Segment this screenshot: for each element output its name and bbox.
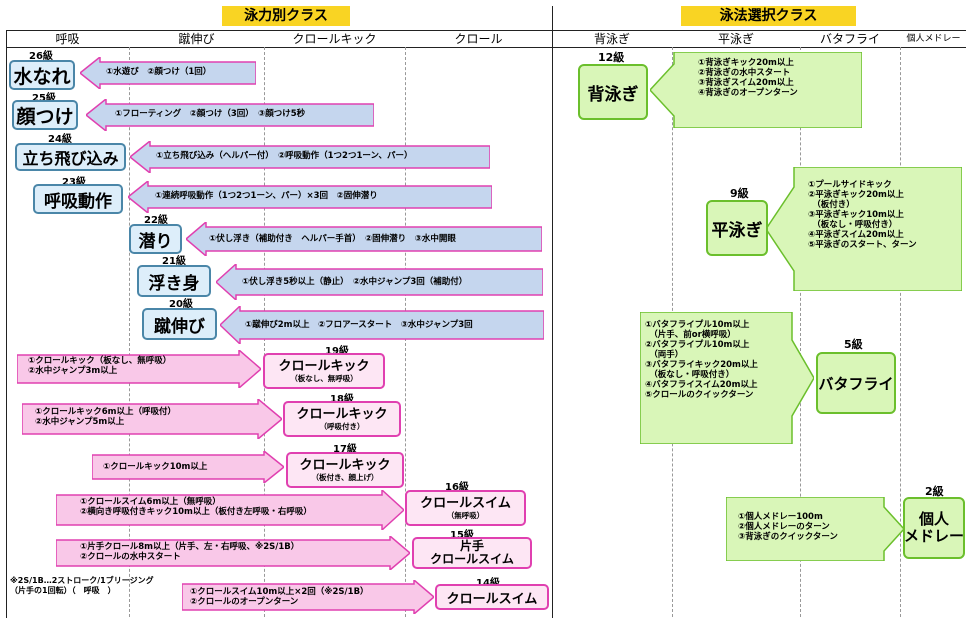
col-header-crawl-kick: クロールキック (292, 32, 377, 46)
grade-label: 24級 (48, 134, 72, 145)
stage-description: ①水遊び ②顔つけ（1回） (106, 67, 212, 77)
header-top-line (6, 30, 966, 31)
stage-box: 呼吸動作 (33, 184, 123, 214)
grade-label: 21級 (162, 256, 186, 267)
stage-arrow (216, 264, 543, 300)
stage-description: ①クロールスイム6m以上（無呼吸） ②横向き呼吸付きキック10m以上（板付き左呼… (80, 497, 312, 517)
style-box-butterfly: バタフライ (816, 352, 896, 414)
stage-arrow (56, 536, 410, 570)
col-header-butterfly: バタフライ (819, 32, 880, 46)
grade-label: 20級 (169, 299, 193, 310)
stage-sub: （板付き、顔上げ） (311, 472, 379, 482)
stage-sub: （無呼吸） (446, 510, 485, 520)
col-header-kokyu: 呼吸 (55, 32, 80, 46)
stage-arrow (92, 451, 284, 483)
stage-description: ①連続呼吸動作（1つ2つ1ーン、パー）×3回 ②固伸潜り (155, 191, 378, 201)
stage-description: ①クロールキック（板なし、無呼吸） ②水中ジャンプ3m以上 (28, 356, 172, 376)
stage-name: クロールキック (299, 457, 391, 473)
grade-label: 18級 (330, 394, 354, 405)
col-header-medley: 個人メドレー (906, 34, 961, 44)
stage-description: ①フローティング ②顔つけ（3回） ③顔つけ5秒 (115, 109, 306, 119)
stage-box: クロールスイム (435, 584, 549, 610)
stage-box: クロールキック （板付き、顔上げ） (286, 452, 404, 488)
style-description: ①背泳ぎキック20m以上 ②背泳ぎの水中スタート ③背泳ぎスイム20m以上 ④背… (698, 58, 798, 98)
grade-label: 9級 (730, 187, 749, 200)
stage-sub: （板なし、無呼吸） (290, 373, 358, 383)
grade-label: 26級 (29, 51, 53, 62)
style-arrow (766, 167, 962, 291)
stage-box: クロールキック （板なし、無呼吸） (263, 353, 385, 389)
left-border (6, 30, 7, 618)
stage-description: ①クロールキック6m以上（呼吸付） ②水中ジャンプ5m以上 (35, 407, 176, 427)
grade-label: 16級 (445, 482, 469, 493)
grade-label: 15級 (450, 530, 474, 541)
left-section-title: 泳力別クラス (222, 6, 350, 26)
stage-sub: （呼吸付き） (319, 421, 365, 431)
stage-box: 片手 クロールスイム (412, 537, 532, 569)
right-section-title: 泳法選択クラス (681, 6, 856, 26)
stage-box: 蹴伸び (142, 308, 217, 340)
style-description: ①プールサイドキック ②平泳ぎキック20m以上 （板付き） ③平泳ぎキック10m… (808, 180, 917, 250)
stage-description: ①片手クロール8m以上（片手、左・右呼吸、※2S/1B） ②クロールの水中スター… (80, 542, 300, 562)
stage-description: ①蹴伸び2m以上 ②フロアースタート ③水中ジャンプ3回 (245, 320, 473, 330)
grade-label: 17級 (333, 444, 357, 455)
style-description: ①バタフライプル10m以上 （片手、前or横呼吸） ②バタフライプル10m以上 … (645, 320, 758, 400)
grade-label: 19級 (325, 346, 349, 357)
style-arrow (726, 497, 904, 561)
stage-box: 浮き身 (137, 265, 211, 297)
section-divider (552, 6, 553, 618)
stage-description: ①クロールキック10m以上 (103, 462, 208, 472)
style-box-backstroke: 背泳ぎ (578, 64, 648, 120)
note-text: ※2S/1B…2ストローク/1ブリージング （片手の1回転）（ 呼吸 ） (10, 576, 154, 595)
stage-box: 顔つけ (12, 100, 78, 130)
stage-name: クロールキック (278, 358, 370, 374)
stage-description: ①伏し浮き5秒以上（静止） ②水中ジャンプ3回（補助付） (242, 277, 468, 287)
stage-arrow (130, 141, 490, 173)
grade-label: 2級 (925, 485, 944, 498)
col-divider (900, 47, 901, 617)
stage-arrow (182, 580, 434, 614)
stage-description: ①立ち飛び込み（ヘルパー付） ②呼吸動作（1つ2つ1ーン、パー） (156, 151, 413, 161)
grade-label: 5級 (844, 338, 863, 351)
col-divider (129, 47, 130, 617)
header-bottom-line (6, 47, 966, 48)
stage-arrow (17, 350, 261, 388)
stage-arrow (220, 306, 544, 344)
style-arrow (650, 52, 862, 128)
stage-box: クロールスイム （無呼吸） (405, 490, 526, 526)
stage-arrow (22, 399, 282, 439)
stage-description: ①クロールスイム10m以上×2回（※2S/1B） ②クロールのオープンターン (190, 587, 369, 607)
style-description: ①個人メドレー100m ②個人メドレーのターン ③背泳ぎのクイックターン (738, 512, 838, 542)
stage-name: クロールキック (296, 406, 388, 422)
stage-arrow (186, 222, 542, 256)
grade-label: 23級 (62, 177, 86, 188)
col-divider (800, 47, 801, 617)
grade-label: 14級 (476, 574, 500, 589)
stage-box: クロールキック （呼吸付き） (283, 401, 401, 437)
stage-box: 水なれ (9, 60, 75, 90)
stage-box: 潜り (129, 224, 182, 254)
col-header-breaststroke: 平泳ぎ (717, 32, 754, 46)
stage-arrow (86, 99, 374, 131)
col-header-crawl: クロール (454, 32, 503, 46)
stage-arrow (56, 490, 404, 530)
style-arrow (640, 312, 814, 444)
stage-arrow (80, 57, 256, 89)
grade-label: 12級 (598, 51, 625, 64)
stage-arrow (128, 181, 492, 213)
col-header-backstroke: 背泳ぎ (593, 32, 630, 46)
style-box-breaststroke: 平泳ぎ (706, 200, 768, 256)
grade-label: 22級 (144, 215, 168, 226)
stage-box: 立ち飛び込み (15, 143, 126, 171)
style-box-medley: 個人 メドレー (903, 497, 965, 559)
stage-description: ①伏し浮き（補助付き ヘルパー手首） ②固伸潜り ③水中開眼 (209, 234, 456, 244)
stage-name: クロールスイム (420, 495, 511, 511)
grade-label: 25級 (32, 93, 56, 104)
col-header-kenobi: 蹴伸び (178, 32, 215, 46)
